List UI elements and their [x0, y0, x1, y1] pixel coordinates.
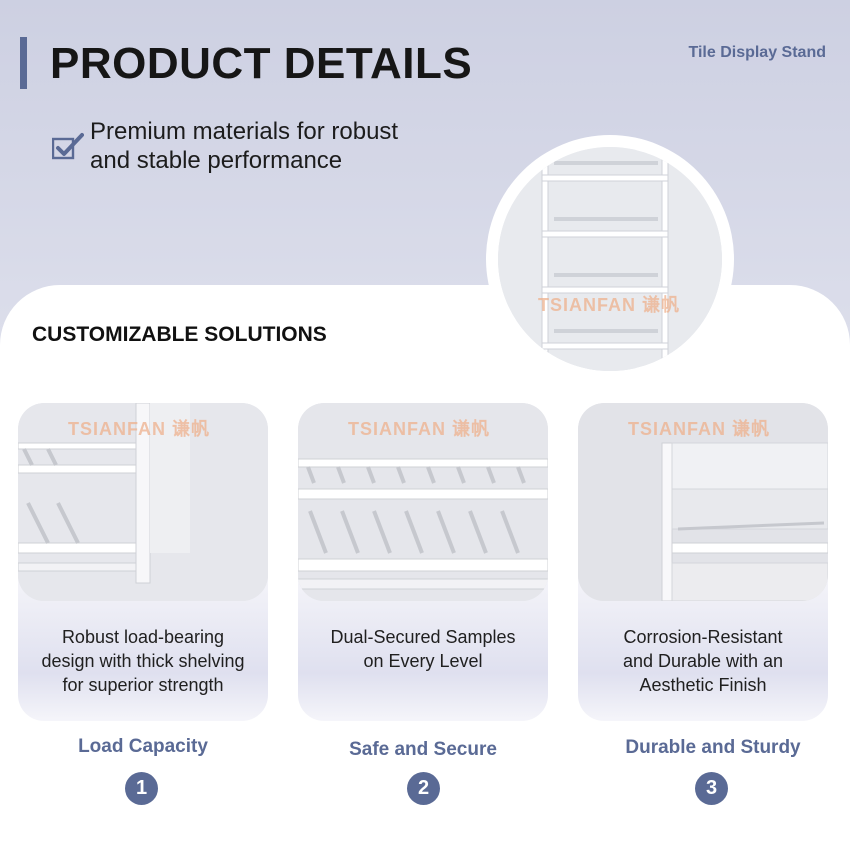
product-tag: Tile Display Stand: [688, 44, 826, 61]
feature-description: Corrosion-Resistant and Durable with an …: [578, 625, 828, 697]
feature-description-line: on Every Level: [363, 651, 483, 671]
tagline-line: Premium materials for robust: [90, 118, 399, 145]
feature-photo: TSIANFAN 谦帆: [18, 403, 268, 601]
feature-description: Dual-Secured Samples on Every Level: [298, 625, 548, 673]
tagline: Premium materials for robust and stable …: [90, 117, 510, 175]
feature-number-badge: 3: [695, 772, 728, 805]
feature-card-safe-secure: TSIANFAN 谦帆 Dual-Secured Samples on Ever…: [298, 403, 548, 721]
tagline-line: and stable performance: [90, 147, 343, 174]
feature-number-badge: 1: [125, 772, 158, 805]
feature-description-line: for superior strength: [62, 675, 224, 695]
feature-description-line: and Durable with an: [622, 651, 784, 671]
feature-label-durable-sturdy: Durable and Sturdy: [625, 737, 801, 758]
feature-card-load-capacity: TSIANFAN 谦帆 Robust load-bearing design w…: [18, 403, 268, 721]
display-stand-illustration: [498, 147, 722, 371]
section-title: CUSTOMIZABLE SOLUTIONS: [32, 323, 327, 346]
feature-card-durable-sturdy: TSIANFAN 谦帆 Corrosion-Resistant and Dura…: [578, 403, 828, 721]
feature-description-line: Dual-Secured Samples: [330, 627, 516, 647]
watermark-logo: TSIANFAN 谦帆: [538, 295, 681, 315]
shelf-detail-illustration: [18, 403, 268, 601]
product-photo: TSIANFAN 谦帆: [498, 147, 722, 371]
feature-description-line: design with thick shelving: [41, 651, 245, 671]
feature-photo: TSIANFAN 谦帆: [298, 403, 548, 601]
checkbox-check-icon: [52, 133, 84, 160]
feature-label-load-capacity: Load Capacity: [78, 736, 208, 757]
feature-description-line: Robust load-bearing: [61, 627, 225, 647]
feature-label-safe-secure: Safe and Secure: [349, 739, 497, 760]
watermark-logo: TSIANFAN 谦帆: [68, 419, 211, 439]
watermark-logo: TSIANFAN 谦帆: [348, 419, 491, 439]
feature-description-line: Corrosion-Resistant: [623, 627, 783, 647]
feature-photo: TSIANFAN 谦帆: [578, 403, 828, 601]
feature-description-line: Aesthetic Finish: [639, 675, 767, 695]
page-title: PRODUCT DETAILS: [50, 39, 473, 88]
product-circle-photo: TSIANFAN 谦帆: [486, 135, 734, 383]
watermark-logo: TSIANFAN 谦帆: [628, 419, 771, 439]
sample-holder-illustration: [298, 403, 548, 601]
feature-number-badge: 2: [407, 772, 440, 805]
title-accent-bar: [20, 37, 27, 89]
feature-description: Robust load-bearing design with thick sh…: [18, 625, 268, 697]
frame-finish-illustration: [578, 403, 828, 601]
